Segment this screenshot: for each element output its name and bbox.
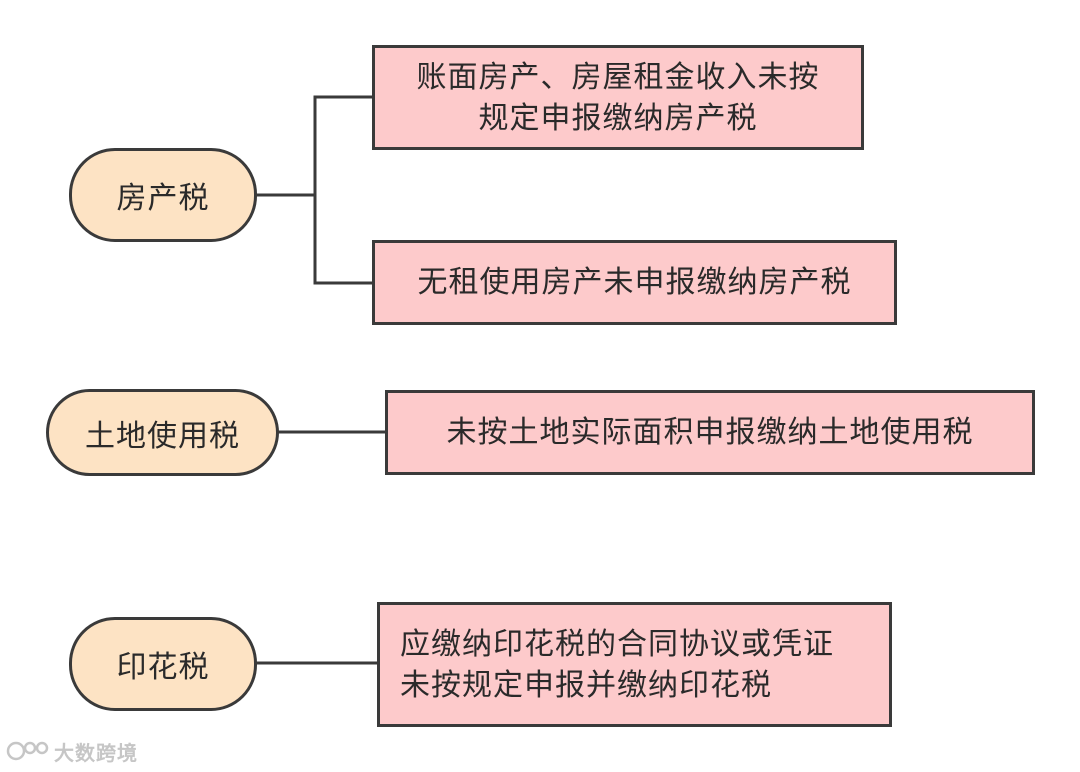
topic-tudishiyongshui: 土地使用税 [46, 389, 279, 476]
leaf-fangchanshui-1: 账面房产、房屋租金收入未按 规定申报缴纳房产税 [372, 45, 864, 150]
leaf-text-line: 账面房产、房屋租金收入未按 [416, 59, 820, 95]
leaf-yinhuashui-1: 应缴纳印花税的合同协议或凭证 未按规定申报并缴纳印花税 [377, 602, 892, 727]
leaf-text-line: 应缴纳印花税的合同协议或凭证 [400, 626, 834, 662]
wechat-icon [6, 741, 49, 761]
leaf-text-line: 规定申报缴纳房产税 [478, 100, 758, 136]
connector-fangchanshui-branch [313, 95, 373, 285]
leaf-tudishiyongshui-1: 未按土地实际面积申报缴纳土地使用税 [385, 390, 1035, 475]
topic-fangchanshui: 房产税 [69, 148, 257, 242]
leaf-text-line: 未按规定申报并缴纳印花税 [400, 667, 772, 703]
leaf-text-line: 未按土地实际面积申报缴纳土地使用税 [446, 415, 974, 450]
leaf-text-line: 无租使用房产未申报缴纳房产税 [417, 265, 852, 300]
topic-label: 房产税 [116, 181, 210, 216]
leaf-fangchanshui-2: 无租使用房产未申报缴纳房产税 [372, 240, 897, 325]
topic-label: 土地使用税 [85, 418, 240, 454]
topic-yinhuashui: 印花税 [69, 617, 257, 711]
watermark: 大数跨境 [6, 735, 138, 767]
topic-label: 印花税 [116, 650, 210, 685]
watermark-text: 大数跨境 [54, 740, 138, 765]
